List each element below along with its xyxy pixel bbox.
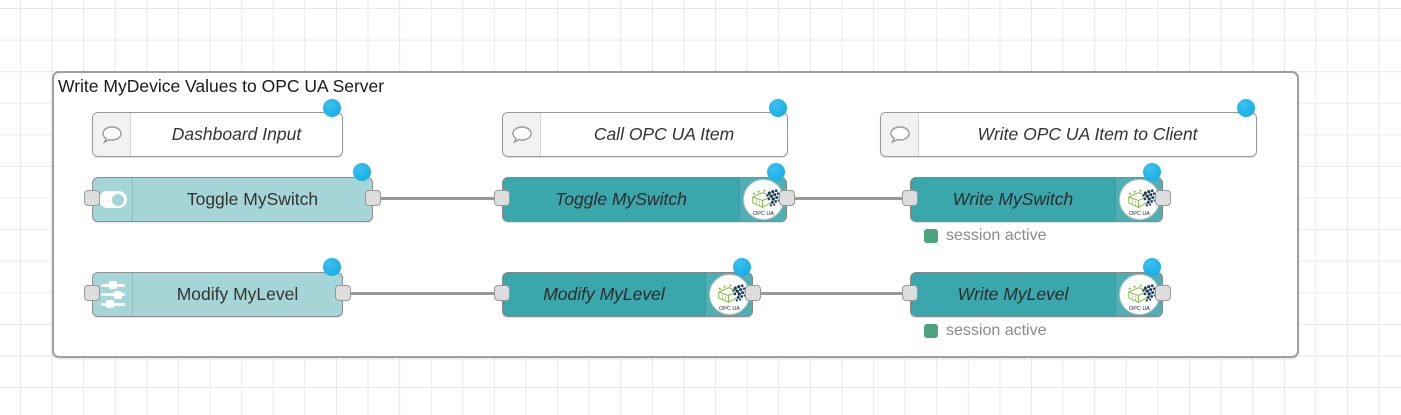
- node-changed-indicator: [767, 163, 785, 181]
- group-title: Write MyDevice Values to OPC UA Server: [58, 76, 385, 96]
- node-opcua-call-modify-mylevel[interactable]: Modify MyLevel: [502, 272, 753, 317]
- node-label: Modify MyLevel: [543, 284, 665, 304]
- input-port[interactable]: [84, 285, 100, 301]
- node-changed-indicator: [353, 163, 371, 181]
- node-opcua-call-toggle-myswitch[interactable]: Toggle MySwitch: [502, 177, 787, 222]
- output-port[interactable]: [1155, 285, 1171, 301]
- node-changed-indicator: [323, 258, 341, 276]
- node-opcua-write-myswitch[interactable]: Write MySwitch: [910, 177, 1163, 222]
- input-port[interactable]: [902, 285, 918, 301]
- status-text: session active: [946, 322, 1047, 339]
- node-label: Write MyLevel: [957, 284, 1069, 304]
- sliders-icon: [93, 273, 133, 316]
- wire-toggle-to-call[interactable]: [373, 197, 503, 200]
- wire-modify-to-call[interactable]: [343, 292, 503, 295]
- node-status: session active: [924, 322, 1047, 340]
- node-changed-indicator: [1237, 99, 1255, 117]
- output-port[interactable]: [745, 285, 761, 301]
- status-green-indicator: [924, 229, 938, 243]
- output-port[interactable]: [335, 285, 351, 301]
- node-changed-indicator: [1143, 163, 1161, 181]
- comment-node-write-opcua-item[interactable]: Write OPC UA Item to Client: [880, 112, 1257, 157]
- wire-call-to-write-switch[interactable]: [787, 197, 911, 200]
- node-changed-indicator: [323, 99, 341, 117]
- comment-bubble-icon: [93, 113, 131, 156]
- node-changed-indicator: [1143, 258, 1161, 276]
- comment-label: Dashboard Input: [171, 124, 302, 144]
- comment-label: Write OPC UA Item to Client: [977, 124, 1198, 144]
- opcua-logo-cell: [739, 178, 786, 221]
- wire-call-to-write-level[interactable]: [753, 292, 911, 295]
- node-ui-modify-mylevel[interactable]: Modify MyLevel: [92, 272, 343, 317]
- opcua-logo-cell: [1115, 178, 1162, 221]
- output-port[interactable]: [365, 190, 381, 206]
- opcua-logo-icon: [708, 274, 750, 315]
- opcua-logo-cell: [1115, 273, 1162, 316]
- toggle-switch-icon: [93, 178, 133, 221]
- input-port[interactable]: [494, 285, 510, 301]
- comment-node-call-opcua-item[interactable]: Call OPC UA Item: [502, 112, 788, 157]
- input-port[interactable]: [494, 190, 510, 206]
- comment-node-dashboard-input[interactable]: Dashboard Input: [92, 112, 343, 157]
- opcua-logo-cell: [705, 273, 752, 316]
- opcua-logo-icon: [1118, 274, 1160, 315]
- input-port[interactable]: [84, 190, 100, 206]
- output-port[interactable]: [1155, 190, 1171, 206]
- node-status: session active: [924, 227, 1047, 245]
- comment-label: Call OPC UA Item: [593, 124, 735, 144]
- output-port[interactable]: [779, 190, 795, 206]
- node-label: Toggle MySwitch: [555, 189, 687, 209]
- opcua-logo-icon: [742, 179, 784, 220]
- node-changed-indicator: [769, 99, 787, 117]
- node-label: Write MySwitch: [952, 189, 1074, 209]
- node-changed-indicator: [733, 258, 751, 276]
- node-label: Modify MyLevel: [176, 284, 299, 304]
- node-opcua-write-mylevel[interactable]: Write MyLevel: [910, 272, 1163, 317]
- status-green-indicator: [924, 324, 938, 338]
- node-ui-toggle-myswitch[interactable]: Toggle MySwitch: [92, 177, 373, 222]
- comment-bubble-icon: [881, 113, 919, 156]
- status-text: session active: [946, 227, 1047, 244]
- input-port[interactable]: [902, 190, 918, 206]
- comment-bubble-icon: [503, 113, 541, 156]
- node-label: Toggle MySwitch: [186, 189, 319, 209]
- opcua-logo-icon: [1118, 179, 1160, 220]
